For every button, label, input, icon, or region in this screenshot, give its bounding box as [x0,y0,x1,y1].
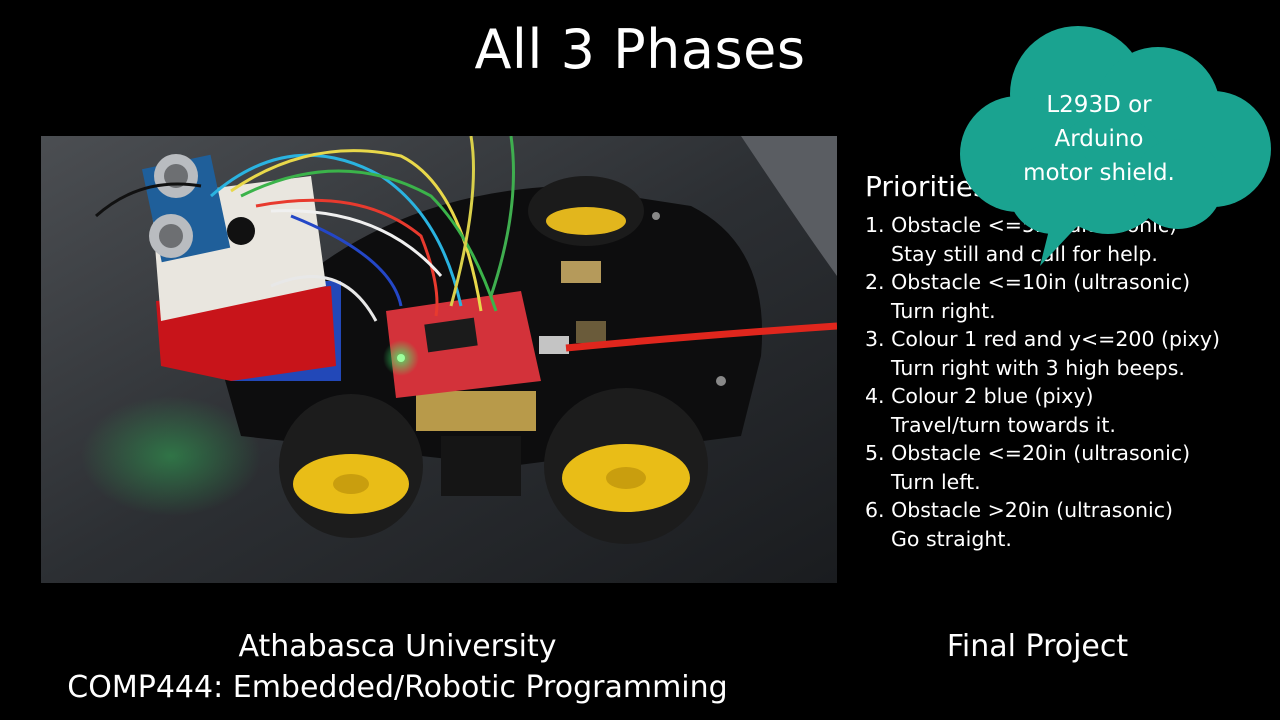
priorities-panel: Priorities: 1. Obstacle <=5in (ultrasoni… [865,170,1265,553]
callout-line: motor shield. [1023,160,1175,186]
project-label: Final Project [946,629,1129,664]
list-item: 6. Obstacle >20in (ultrasonic) Go straig… [865,496,1265,553]
university-name: Athabasca University [238,629,557,664]
callout-line: L293D or [1046,92,1152,118]
priority-action: Travel/turn towards it. [891,412,1116,437]
callout-text: L293D or Arduino motor shield. [985,88,1213,190]
list-item: 1. Obstacle <=5in (ultrasonic) Stay stil… [865,211,1265,268]
priority-action: Turn right. [891,298,996,323]
list-item: 4. Colour 2 blue (pixy) Travel/turn towa… [865,382,1265,439]
list-item: 5. Obstacle <=20in (ultrasonic) Turn lef… [865,439,1265,496]
priority-condition: 6. Obstacle >20in (ultrasonic) [865,498,1173,522]
priority-condition: 2. Obstacle <=10in (ultrasonic) [865,270,1191,294]
priority-condition: 5. Obstacle <=20in (ultrasonic) [865,441,1191,465]
list-item: 3. Colour 1 red and y<=200 (pixy) Turn r… [865,325,1265,382]
priorities-list: 1. Obstacle <=5in (ultrasonic) Stay stil… [865,211,1265,553]
course-name: COMP444: Embedded/Robotic Programming [67,670,728,705]
footer-right: Final Project [880,626,1195,667]
priority-action: Stay still and call for help. [891,241,1158,266]
priority-condition: 3. Colour 1 red and y<=200 (pixy) [865,327,1220,351]
priority-action: Turn left. [891,469,981,494]
cloud-callout-shape [960,26,1271,266]
priority-condition: 4. Colour 2 blue (pixy) [865,384,1094,408]
footer-left: Athabasca University COMP444: Embedded/R… [0,626,795,708]
list-item: 2. Obstacle <=10in (ultrasonic) Turn rig… [865,268,1265,325]
slide-title: All 3 Phases [474,18,806,81]
robot-car-photo [41,136,837,583]
priority-action: Go straight. [891,526,1012,551]
callout-line: Arduino [1054,126,1144,152]
priority-action: Turn right with 3 high beeps. [891,355,1185,380]
